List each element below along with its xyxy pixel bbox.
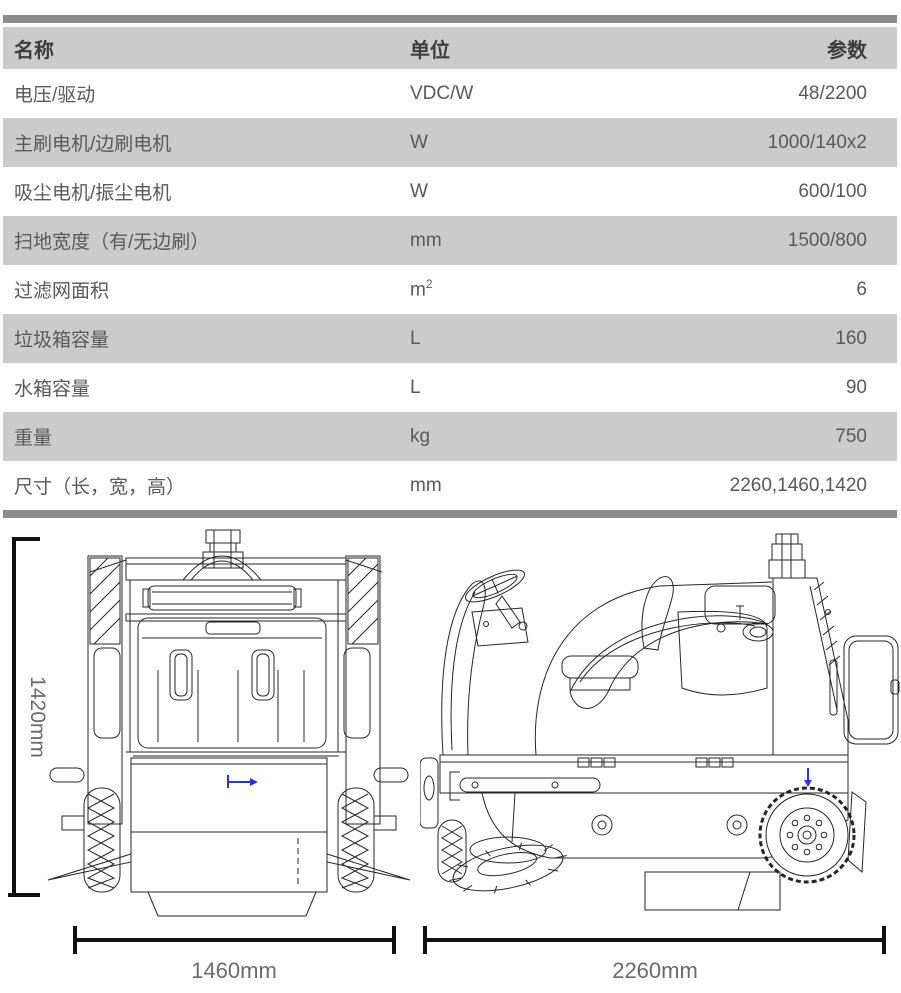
machine-rear-outline bbox=[47, 529, 411, 917]
rear-view-drawing: 1420mm bbox=[8, 529, 411, 983]
spec-value-cell: 1000/140x2 bbox=[767, 131, 867, 153]
spec-table-row: 主刷电机/边刷电机 W 1000/140x2 bbox=[3, 118, 897, 167]
spec-value-cell: 160 bbox=[835, 327, 867, 349]
spec-table-row: 电压/驱动 VDC/W 48/2200 bbox=[3, 69, 897, 118]
spec-table-row: 过滤网面积 m2 6 bbox=[3, 265, 897, 314]
spec-unit-cell: W bbox=[410, 180, 428, 202]
spec-unit-cell: kg bbox=[410, 425, 431, 447]
spec-table-row: 重量 kg 750 bbox=[3, 412, 897, 461]
spec-name-cell: 扫地宽度（有/无边刷） bbox=[14, 232, 210, 253]
spec-name-cell: 主刷电机/边刷电机 bbox=[14, 134, 172, 155]
axis-marker bbox=[804, 768, 812, 787]
spec-table-row: 垃圾箱容量 L 160 bbox=[3, 314, 897, 363]
spec-value-cell: 600/100 bbox=[798, 180, 867, 202]
spec-name-cell: 重量 bbox=[14, 428, 53, 449]
spec-unit-cell: W bbox=[410, 131, 428, 153]
spec-unit-cell: mm bbox=[410, 229, 442, 251]
axis-marker bbox=[227, 775, 258, 788]
height-dimension-label: 1420mm bbox=[26, 676, 49, 758]
spec-table-row: 扫地宽度（有/无边刷） mm 1500/800 bbox=[3, 216, 897, 265]
spec-name-cell: 吸尘电机/振尘电机 bbox=[14, 183, 172, 204]
spec-name-cell: 水箱容量 bbox=[14, 379, 91, 400]
spec-unit-cell: L bbox=[410, 376, 421, 398]
spec-value-cell: 750 bbox=[835, 425, 867, 447]
length-dimension-line bbox=[423, 926, 886, 954]
spec-table-body: 电压/驱动 VDC/W 48/2200 主刷电机/边刷电机 W 1000/140… bbox=[3, 69, 897, 510]
spec-unit-cell: m2 bbox=[410, 277, 433, 301]
length-dimension-label: 2260mm bbox=[612, 958, 698, 983]
header-name: 名称 bbox=[14, 39, 54, 62]
machine-side-outline bbox=[420, 533, 900, 911]
header-value: 参数 bbox=[827, 39, 867, 62]
width-dimension-label: 1460mm bbox=[191, 958, 277, 983]
side-view-drawing: 2260mm bbox=[420, 533, 900, 983]
spec-value-cell: 6 bbox=[856, 278, 867, 300]
spec-unit-cell: VDC/W bbox=[410, 82, 474, 104]
spec-name-cell: 电压/驱动 bbox=[14, 85, 96, 106]
spec-value-cell: 2260,1460,1420 bbox=[729, 474, 867, 496]
spec-table-row: 尺寸（长，宽，高） mm 2260,1460,1420 bbox=[3, 461, 897, 510]
spec-unit-cell: mm bbox=[410, 474, 442, 496]
spec-name-cell: 垃圾箱容量 bbox=[14, 330, 110, 351]
spec-value-cell: 90 bbox=[845, 376, 867, 398]
spec-table: 名称 单位 参数 电压/驱动 VDC/W 48/2200 主刷电机/边刷电机 W… bbox=[3, 15, 897, 518]
top-separator-bar bbox=[3, 15, 897, 23]
header-unit: 单位 bbox=[410, 39, 450, 62]
bottom-separator-bar bbox=[3, 510, 897, 518]
spec-value-cell: 1500/800 bbox=[787, 229, 867, 251]
spec-table-row: 吸尘电机/振尘电机 W 600/100 bbox=[3, 167, 897, 216]
width-dimension-line bbox=[73, 926, 396, 954]
spec-unit-cell: L bbox=[410, 327, 421, 349]
spec-name-cell: 尺寸（长，宽，高） bbox=[14, 477, 186, 498]
dimension-drawings: 1420mm bbox=[0, 520, 901, 993]
spec-name-cell: 过滤网面积 bbox=[14, 281, 110, 302]
spec-value-cell: 48/2200 bbox=[798, 82, 867, 104]
height-dimension-line bbox=[8, 537, 40, 897]
spec-table-header: 名称 单位 参数 bbox=[3, 27, 897, 69]
spec-table-row: 水箱容量 L 90 bbox=[3, 363, 897, 412]
